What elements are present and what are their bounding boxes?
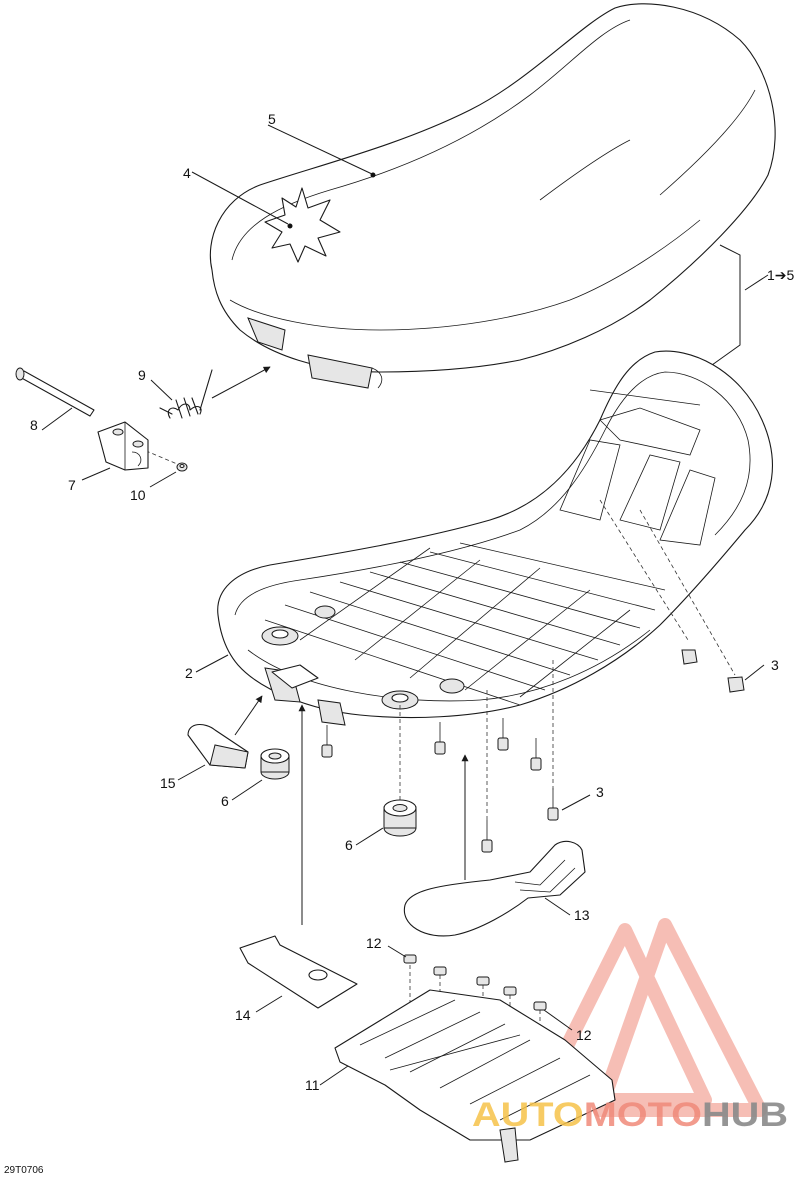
callout-12-upper: 12 — [366, 935, 382, 951]
spacer-bushing — [260, 748, 290, 780]
watermark-hub: HUB — [702, 1096, 788, 1134]
callout-1to5: 1➔5 — [767, 267, 795, 283]
watermark-auto: AUTO — [472, 1096, 584, 1134]
watermark-logo — [533, 918, 767, 1117]
rubber-bumper — [681, 649, 745, 693]
callout-8: 8 — [30, 417, 38, 433]
callout-15: 15 — [160, 775, 176, 791]
mounting-studs — [321, 718, 559, 853]
callout-11: 11 — [305, 1077, 320, 1093]
heat-shield — [403, 840, 586, 937]
seat-cover — [209, 3, 776, 389]
callout-5: 5 — [268, 111, 276, 127]
nut — [176, 462, 188, 472]
watermark-moto: MOTO — [584, 1096, 702, 1134]
callout-3-lower: 3 — [596, 784, 604, 800]
skid-plate — [334, 989, 616, 1163]
callout-6-lower: 6 — [345, 837, 353, 853]
callout-4: 4 — [183, 165, 191, 181]
hinge-bracket — [97, 421, 149, 471]
callout-9: 9 — [138, 367, 146, 383]
callout-labels: 1➔5 4 5 2 3 3 15 6 6 8 7 10 9 13 14 11 1… — [30, 111, 795, 1093]
callout-7: 7 — [68, 477, 76, 493]
skid-plate-bolts — [403, 954, 547, 1011]
callout-3-upper: 3 — [771, 657, 779, 673]
insulation-plate — [239, 935, 358, 1009]
spacer-bushing — [383, 799, 417, 837]
star-decal — [264, 187, 341, 263]
spring — [159, 369, 213, 419]
bolt — [15, 367, 95, 417]
callout-2: 2 — [185, 665, 193, 681]
seat-base — [217, 350, 773, 726]
end-cap — [187, 724, 249, 769]
callout-13: 13 — [574, 907, 590, 923]
group-bracket — [711, 244, 741, 366]
figure-code: 29T0706 — [4, 1165, 44, 1176]
callout-12-lower: 12 — [576, 1027, 592, 1043]
assembly-arrows — [211, 366, 469, 925]
callout-6-upper: 6 — [221, 793, 229, 809]
callout-10: 10 — [130, 487, 146, 503]
callout-leaders — [41, 124, 769, 1086]
callout-14: 14 — [235, 1007, 251, 1023]
